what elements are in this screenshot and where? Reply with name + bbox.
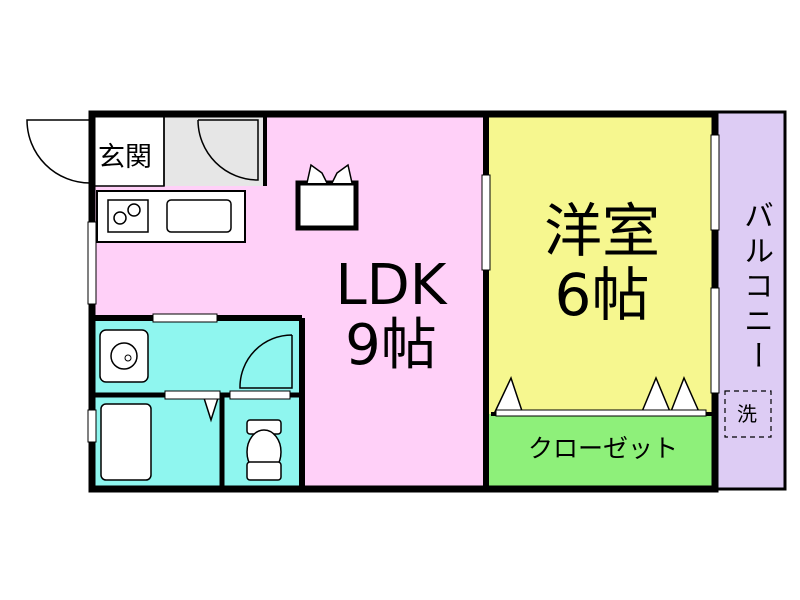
entrance-step <box>91 113 165 187</box>
ldk-label: LDK 9帖 <box>335 253 447 379</box>
closet-door-left <box>493 375 524 415</box>
closet-door-right <box>640 376 701 415</box>
fridge-space <box>295 180 359 231</box>
western-room-label: 洋室 6帖 <box>543 197 660 329</box>
closet-area <box>486 414 715 489</box>
western-room-area <box>486 114 715 414</box>
bath-door-mark <box>203 397 219 423</box>
shoe-closet-door-swing <box>197 119 259 181</box>
washroom-door-swing <box>239 334 293 389</box>
basin-bowl <box>110 342 138 370</box>
washing-machine-space <box>724 390 772 438</box>
windows <box>87 134 720 443</box>
fridge-door-marks <box>306 163 353 184</box>
burner-1 <box>113 211 127 225</box>
kitchen-sink <box>166 199 232 233</box>
balcony-label: バルコニー <box>738 200 773 375</box>
front-door-swing <box>26 119 91 184</box>
entrance-label: 玄関 <box>98 142 152 173</box>
toilet-seat-base <box>246 461 282 481</box>
basin-drain <box>124 354 132 362</box>
washbasin <box>99 329 149 383</box>
burner-2 <box>127 203 141 217</box>
washing-machine-label: 洗 <box>737 402 757 426</box>
closet-label: クローゼット <box>527 434 678 463</box>
bathtub <box>100 403 152 481</box>
